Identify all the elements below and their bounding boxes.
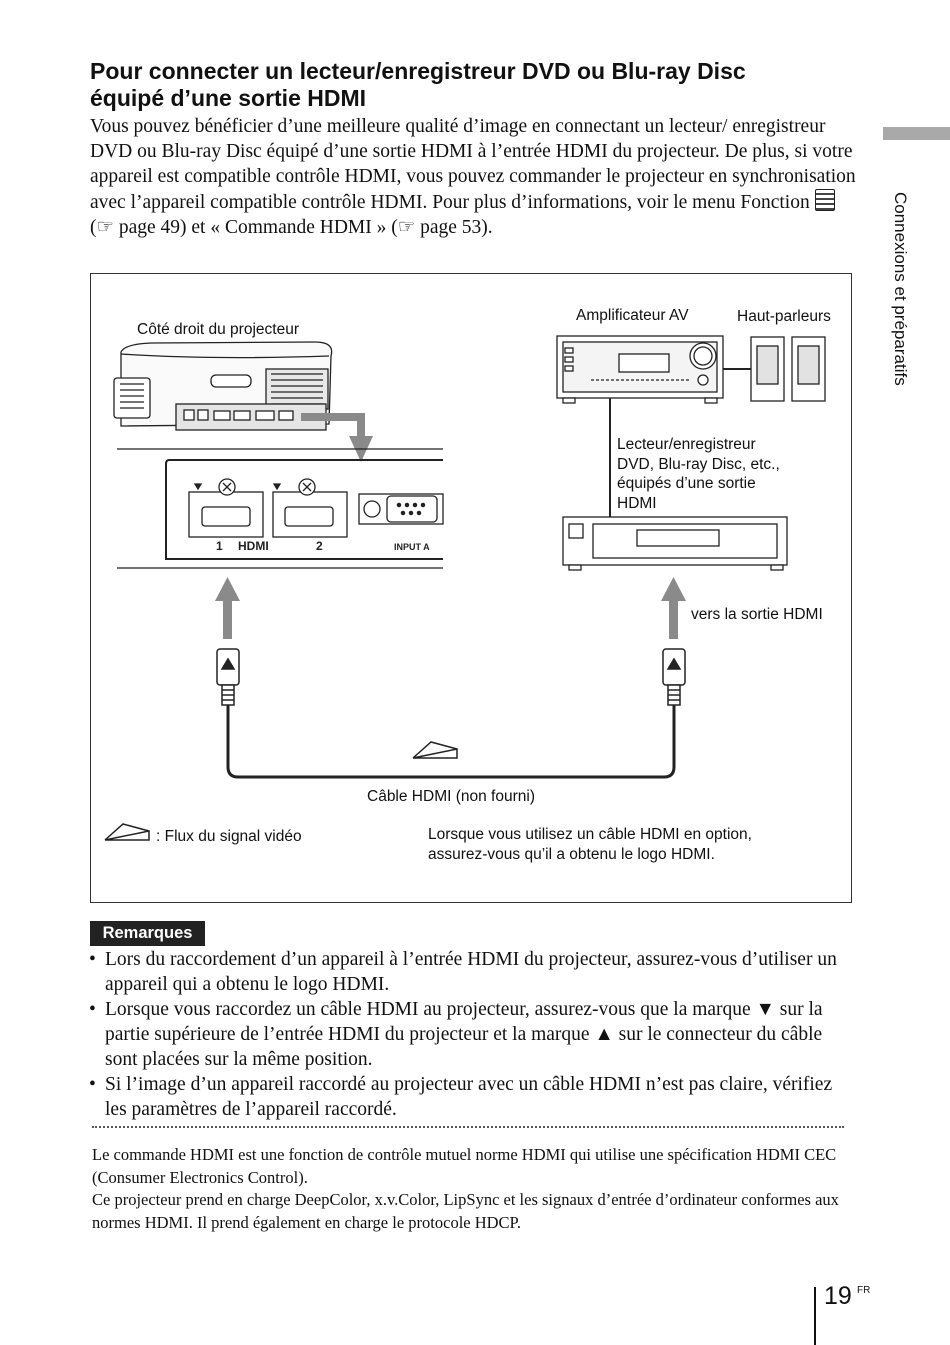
hdmi-cable — [216, 648, 686, 779]
intro-text-1: Vous pouvez bénéficier d’une meilleure q… — [90, 116, 856, 213]
page-number: 19 — [824, 1282, 852, 1310]
player-label-line-2: DVD, Blu-ray Disc, etc., — [617, 455, 780, 473]
signal-flow-legend-icon — [104, 823, 150, 841]
port-2-label: 2 — [316, 539, 323, 553]
remark-item: Lorsque vous raccordez un câble HDMI au … — [88, 997, 858, 1072]
remarks-badge: Remarques — [90, 921, 205, 946]
player-label-line-4: HDMI — [617, 494, 657, 512]
speakers-label: Haut-parleurs — [737, 308, 831, 325]
hdmi-output-label: vers la sortie HDMI — [691, 606, 823, 623]
remark-item: Si l’image d’un appareil raccordé au pro… — [88, 1072, 858, 1122]
optional-cable-note-line-1: Lorsque vous utilisez un câble HDMI en o… — [428, 826, 752, 843]
player-label-line-3: équipés d’une sortie — [617, 475, 756, 492]
port-1-label: 1 — [216, 539, 223, 553]
remarks-list: Lors du raccordement d’un appareil à l’e… — [88, 947, 858, 1122]
remark-item: Lors du raccordement d’un appareil à l’e… — [88, 947, 858, 997]
footnote: Le commande HDMI est une fonction de con… — [92, 1144, 862, 1234]
input-a-label: INPUT A — [394, 542, 430, 552]
hdmi-panel-closeup — [117, 448, 444, 569]
projector-side-label: Côté droit du projecteur — [137, 321, 299, 338]
player-label: Lecteur/enregistreur DVD, Blu-ray Disc, … — [617, 435, 780, 513]
optional-cable-note-line-2: assurez-vous qu’il a obtenu le logo HDMI… — [428, 845, 715, 863]
dvd-player-illustration — [562, 398, 788, 571]
section-heading: Pour connecter un lecteur/enregistreur D… — [90, 58, 850, 112]
diagram-drawing: 1 2 HDMI INPUT A — [104, 335, 826, 841]
intro-text-2: (☞ page 49) et « Commande HDMI » (☞ page… — [90, 217, 493, 238]
intro-paragraph: Vous pouvez bénéficier d’une meilleure q… — [90, 114, 860, 240]
section-tab-marker — [883, 127, 950, 140]
function-menu-icon — [814, 189, 835, 211]
speakers-illustration — [723, 336, 826, 402]
heading-line-2: équipé d’une sortie HDMI — [90, 85, 367, 111]
av-amplifier-label: Amplificateur AV — [576, 307, 689, 324]
page-number-divider — [814, 1287, 816, 1345]
projector-illustration — [113, 341, 333, 431]
footnote-paragraph-2: Ce projecteur prend en charge DeepColor,… — [92, 1190, 839, 1232]
page-language: FR — [857, 1285, 871, 1296]
hdmi-logo: HDMI — [238, 539, 269, 553]
connection-diagram: 1 2 HDMI INPUT A Côté droit du projecteu… — [90, 273, 852, 903]
footnote-paragraph-1: Le commande HDMI est une fonction de con… — [92, 1145, 837, 1187]
player-label-line-1: Lecteur/enregistreur — [617, 436, 756, 453]
heading-line-1: Pour connecter un lecteur/enregistreur D… — [90, 58, 746, 84]
section-side-label: Connexions et préparatifs — [891, 192, 910, 386]
signal-flow-legend-label: : Flux du signal vidéo — [156, 828, 302, 845]
optional-cable-note: Lorsque vous utilisez un câble HDMI en o… — [428, 825, 752, 864]
dotted-divider — [92, 1126, 844, 1128]
av-amplifier-illustration — [556, 335, 724, 404]
hdmi-cable-label: Câble HDMI (non fourni) — [367, 788, 535, 805]
signal-up-arrows — [215, 577, 686, 639]
